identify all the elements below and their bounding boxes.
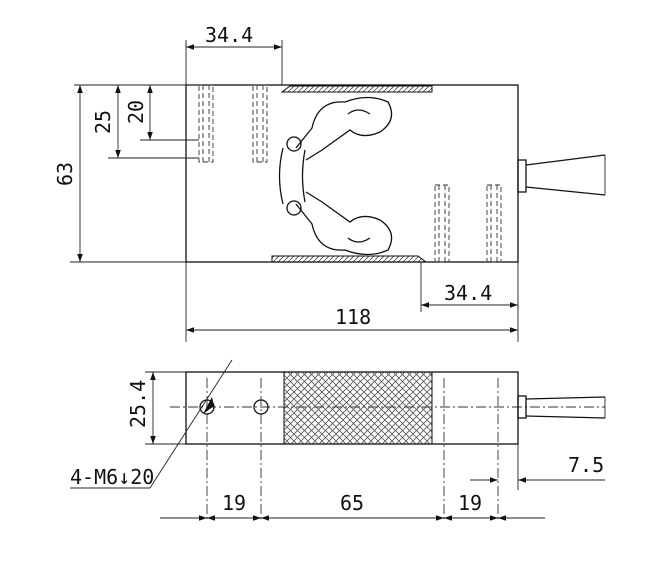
dim-cable-offset: 7.5 bbox=[470, 444, 605, 490]
bottom-cover bbox=[271, 255, 428, 263]
plan-cover bbox=[283, 371, 433, 445]
hole-1 bbox=[199, 399, 215, 415]
label-spacing-right: 19 bbox=[458, 491, 482, 515]
dim-chain: 19 65 19 bbox=[160, 491, 545, 521]
strain-cutout bbox=[278, 96, 393, 256]
cable bbox=[517, 154, 606, 196]
label-length: 118 bbox=[335, 305, 371, 329]
label-bottom-hole-spacing: 34.4 bbox=[444, 281, 492, 305]
top-thread-holes bbox=[198, 84, 268, 163]
label-cable-offset: 7.5 bbox=[568, 453, 604, 477]
dim-25: 25 bbox=[74, 84, 199, 159]
front-view: 34.4 25 20 63 34.4 bbox=[53, 23, 606, 342]
dim-length: 118 bbox=[185, 262, 518, 342]
label-height: 63 bbox=[53, 162, 77, 186]
label-spacing-left: 19 bbox=[222, 491, 246, 515]
dim-20: 20 bbox=[124, 85, 199, 141]
plan-view: 25.4 4-M6↓20 7.5 19 65 19 bbox=[70, 359, 606, 521]
label-25: 25 bbox=[91, 110, 115, 134]
hole-2 bbox=[253, 399, 269, 415]
dim-bottom-hole-spacing: 34.4 bbox=[420, 262, 519, 342]
label-thread-callout: 4-M6↓20 bbox=[70, 465, 154, 489]
label-width: 25.4 bbox=[126, 380, 150, 428]
dim-height: 63 bbox=[53, 85, 186, 263]
plan-cable bbox=[517, 395, 606, 419]
bottom-thread-holes bbox=[434, 184, 502, 263]
dim-width: 25.4 bbox=[126, 371, 186, 445]
label-20: 20 bbox=[124, 100, 148, 124]
label-top-hole-spacing: 34.4 bbox=[205, 23, 253, 47]
label-spacing-middle: 65 bbox=[340, 491, 364, 515]
thread-callout: 4-M6↓20 bbox=[70, 359, 233, 489]
top-cover bbox=[280, 85, 433, 93]
dim-top-hole-spacing: 34.4 bbox=[185, 23, 283, 85]
